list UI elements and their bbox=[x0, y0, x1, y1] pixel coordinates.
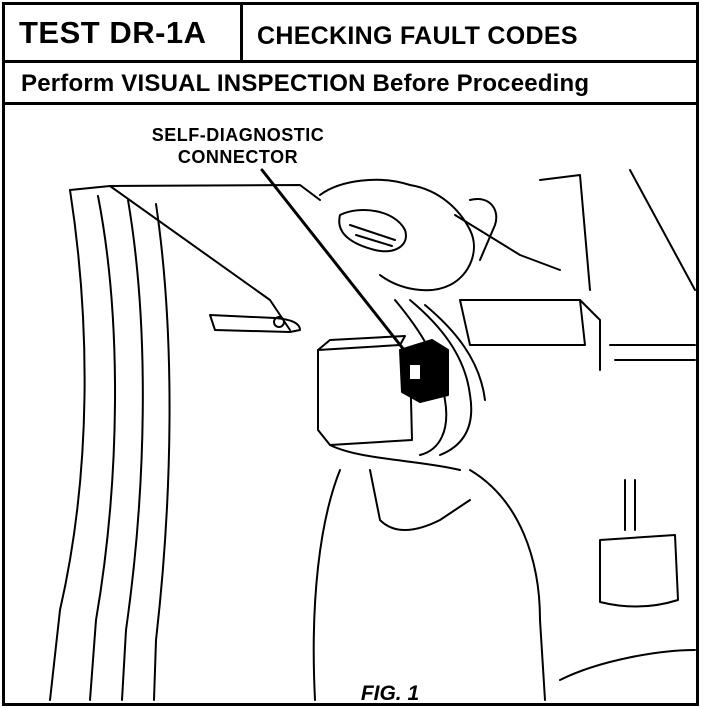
callout-leader bbox=[260, 168, 414, 362]
branch-wire-2 bbox=[454, 214, 561, 271]
wire-harness-upper bbox=[319, 178, 475, 292]
relay-box bbox=[317, 344, 413, 446]
lower-left-curve bbox=[312, 469, 341, 701]
fender-flange bbox=[109, 184, 321, 201]
bracket-edge bbox=[579, 299, 601, 371]
harness-lower-3 bbox=[424, 304, 486, 401]
fender-inner-line-3 bbox=[153, 203, 171, 701]
callout-label: SELF-DIAGNOSTIC CONNECTOR bbox=[108, 124, 368, 168]
diagnostic-connector bbox=[399, 339, 449, 403]
fender-inner-line-2 bbox=[121, 199, 144, 701]
fender-inner-line-1 bbox=[89, 195, 117, 701]
harness-lower bbox=[394, 299, 448, 456]
branch-wire bbox=[469, 198, 498, 261]
lower-curve bbox=[469, 469, 546, 701]
fender-outline bbox=[49, 189, 86, 701]
figure-caption: FIG. 1 bbox=[360, 682, 420, 705]
harness-lower-2 bbox=[409, 299, 473, 456]
instruction-banner: Perform VISUAL INSPECTION Before Proceed… bbox=[5, 63, 696, 105]
fender-top-edge bbox=[69, 185, 291, 331]
callout-line-2: CONNECTOR bbox=[177, 147, 299, 167]
test-id-label: TEST DR-1A bbox=[5, 5, 243, 60]
harness-clip bbox=[338, 209, 407, 253]
lower-bracket bbox=[329, 444, 461, 471]
mount-bolt bbox=[273, 316, 285, 328]
brake-pedal bbox=[599, 534, 679, 608]
harness-wrap-1 bbox=[349, 224, 396, 241]
header-row: TEST DR-1A CHECKING FAULT CODES bbox=[5, 5, 696, 63]
lower-body bbox=[369, 469, 471, 531]
callout-line-1: SELF-DIAGNOSTIC bbox=[151, 125, 325, 145]
connector-highlight bbox=[410, 365, 420, 379]
panel-right bbox=[539, 174, 591, 291]
bracket-outline bbox=[459, 299, 586, 346]
floor-line bbox=[559, 649, 696, 681]
harness-wrap-2 bbox=[355, 234, 393, 247]
panel-diagonal bbox=[629, 169, 696, 291]
relay-box-top bbox=[317, 335, 406, 351]
test-title: CHECKING FAULT CODES bbox=[257, 22, 578, 50]
